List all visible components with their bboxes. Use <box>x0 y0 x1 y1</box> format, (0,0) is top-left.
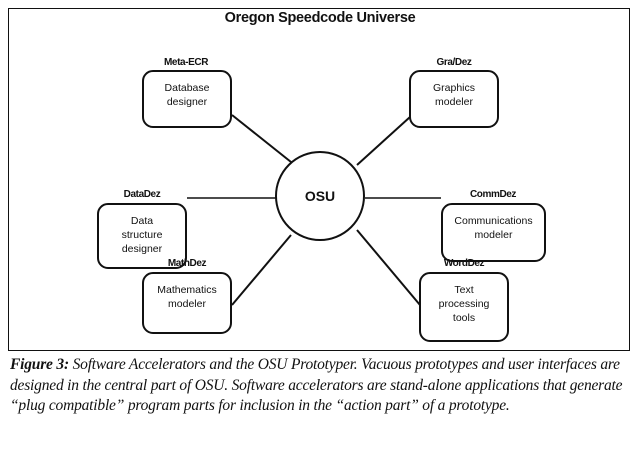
node-mathdez: Mathematics modeler <box>142 272 232 334</box>
connector-lines <box>187 114 441 306</box>
node-label-meta-ecr: Meta-ECR <box>163 57 209 68</box>
edge-osu-worddez <box>356 229 421 306</box>
edge-osu-grafdez <box>356 116 411 166</box>
node-text-mathdez: Mathematics modeler <box>157 284 217 310</box>
osu-hub: OSU <box>275 151 365 241</box>
node-label-grafdez: Gra/Dez <box>436 57 472 68</box>
node-worddez: Text processing tools <box>419 272 509 342</box>
osu-hub-label: OSU <box>304 188 336 204</box>
diagram-frame <box>8 8 630 351</box>
node-text-datadez: Data structure designer <box>121 215 163 255</box>
node-label-datadez: DataDez <box>123 189 161 200</box>
node-text-meta-ecr: Database designer <box>164 82 210 108</box>
node-datadez: Data structure designer <box>97 203 187 269</box>
node-label-commdez: CommDez <box>469 189 517 200</box>
diagram: Oregon Speedcode Universe OSU Meta-ECR D… <box>8 8 630 351</box>
node-label-worddez: WordDez <box>443 258 485 269</box>
figure-caption: Figure 3: Software Accelerators and the … <box>10 355 630 417</box>
node-text-commdez: Communications modeler <box>454 215 533 241</box>
caption-text: Software Accelerators and the OSU Protot… <box>10 356 623 414</box>
node-meta-ecr: Database designer <box>142 70 232 128</box>
edge-osu-mathdez <box>231 234 292 306</box>
edge-osu-meta-ecr <box>231 114 292 163</box>
node-label-mathdez: MathDez <box>167 258 207 269</box>
node-text-worddez: Text processing tools <box>438 284 490 324</box>
node-text-grafdez: Graphics modeler <box>432 82 475 108</box>
node-commdez: Communications modeler <box>441 203 546 262</box>
node-grafdez: Graphics modeler <box>409 70 499 128</box>
diagram-title: Oregon Speedcode Universe <box>224 10 416 26</box>
figure-label: Figure 3: <box>10 356 69 373</box>
